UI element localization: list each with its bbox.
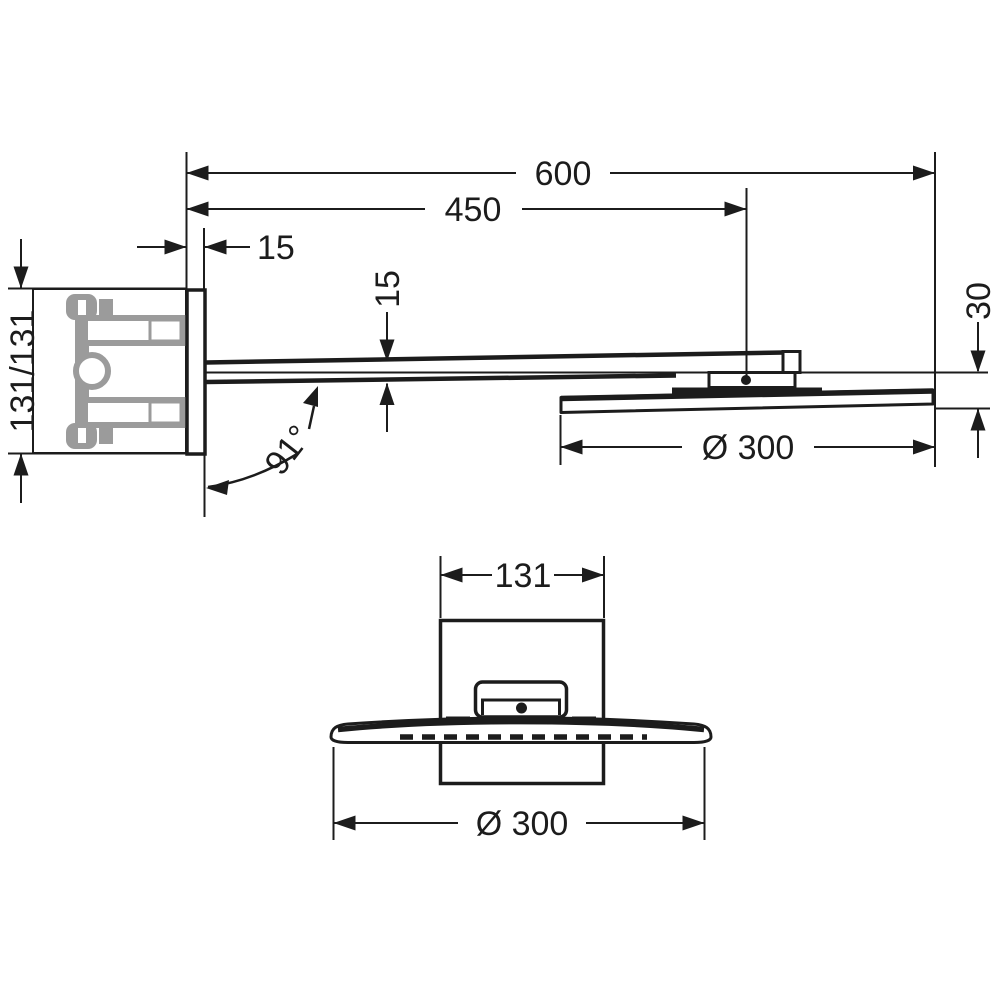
shower-arm	[205, 350, 988, 385]
dim-label-d300-side: Ø 300	[702, 429, 795, 467]
arrow-down	[13, 266, 29, 289]
dimension-131-131: 131/131	[4, 239, 186, 503]
dim-label-450: 450	[445, 191, 502, 229]
dimension-15-plate: 15	[137, 229, 295, 267]
dimension-d300-side: Ø 300	[559, 415, 935, 467]
arrow-toward-right	[164, 239, 187, 255]
arrow-right	[582, 567, 604, 583]
side-view: 600 450 15 131/131	[4, 152, 998, 517]
arc-arrow	[206, 480, 229, 495]
dimension-91-angle: 91°	[206, 386, 319, 495]
arrow-right	[724, 201, 747, 217]
dim-label-600: 600	[535, 155, 592, 193]
head-connector-side	[672, 350, 822, 396]
arrow-left	[186, 201, 209, 217]
connector-tab-left	[446, 716, 470, 723]
connector-tab-right	[572, 716, 596, 723]
arrow-left	[440, 567, 463, 583]
dimension-15-arm: 15	[369, 270, 407, 432]
arrow-left	[333, 815, 356, 831]
pivot-dot-front	[516, 702, 527, 714]
angle-pointer-tail	[307, 405, 316, 430]
arm-bottom-edge	[205, 373, 677, 385]
arrow-down	[379, 339, 395, 362]
mounting-bracket	[66, 294, 186, 449]
dim-label-d300-front: Ø 300	[476, 805, 569, 843]
dimension-450: 450	[186, 191, 747, 229]
head-connector-front	[446, 680, 596, 723]
arrow-right	[682, 815, 705, 831]
arrow-right	[913, 439, 935, 455]
arrow-up	[379, 383, 395, 405]
wall-plate-side	[185, 288, 207, 456]
connector-bracket	[707, 371, 797, 389]
dimension-30: 30	[960, 282, 998, 458]
bracket-notch-bottom	[78, 428, 86, 443]
arrow-left	[560, 439, 583, 455]
dim-label-131-131: 131/131	[4, 310, 42, 433]
front-view: 131 Ø 300	[329, 556, 713, 843]
bracket-notch-top	[78, 300, 86, 315]
dim-label-15-arm: 15	[369, 270, 407, 308]
bracket-lug-top	[99, 299, 113, 319]
dimension-d300-front: Ø 300	[332, 747, 706, 843]
dimension-600: 600	[186, 155, 935, 193]
bracket-window-top	[148, 318, 183, 343]
arm-top-edge	[205, 350, 785, 365]
connector-base-bar	[672, 387, 822, 396]
dimension-131: 131	[439, 556, 605, 618]
disc-top-edge-front	[337, 718, 705, 733]
arrow-toward-left	[204, 239, 227, 255]
dim-label-131: 131	[495, 557, 552, 595]
angle-pointer-arrow	[303, 386, 318, 407]
pivot-dot	[741, 375, 751, 385]
bracket-window-bottom	[148, 400, 183, 425]
dim-label-15-plate: 15	[257, 229, 295, 267]
arrow-left	[186, 165, 209, 181]
connector-housing	[781, 350, 802, 374]
arrow-up	[970, 408, 986, 431]
arrow-down	[970, 350, 986, 373]
dim-label-30: 30	[960, 282, 998, 320]
arrow-up	[13, 453, 29, 476]
bracket-lug-bottom	[99, 424, 113, 444]
arrow-right	[913, 165, 935, 181]
bracket-supply-port	[73, 352, 111, 390]
